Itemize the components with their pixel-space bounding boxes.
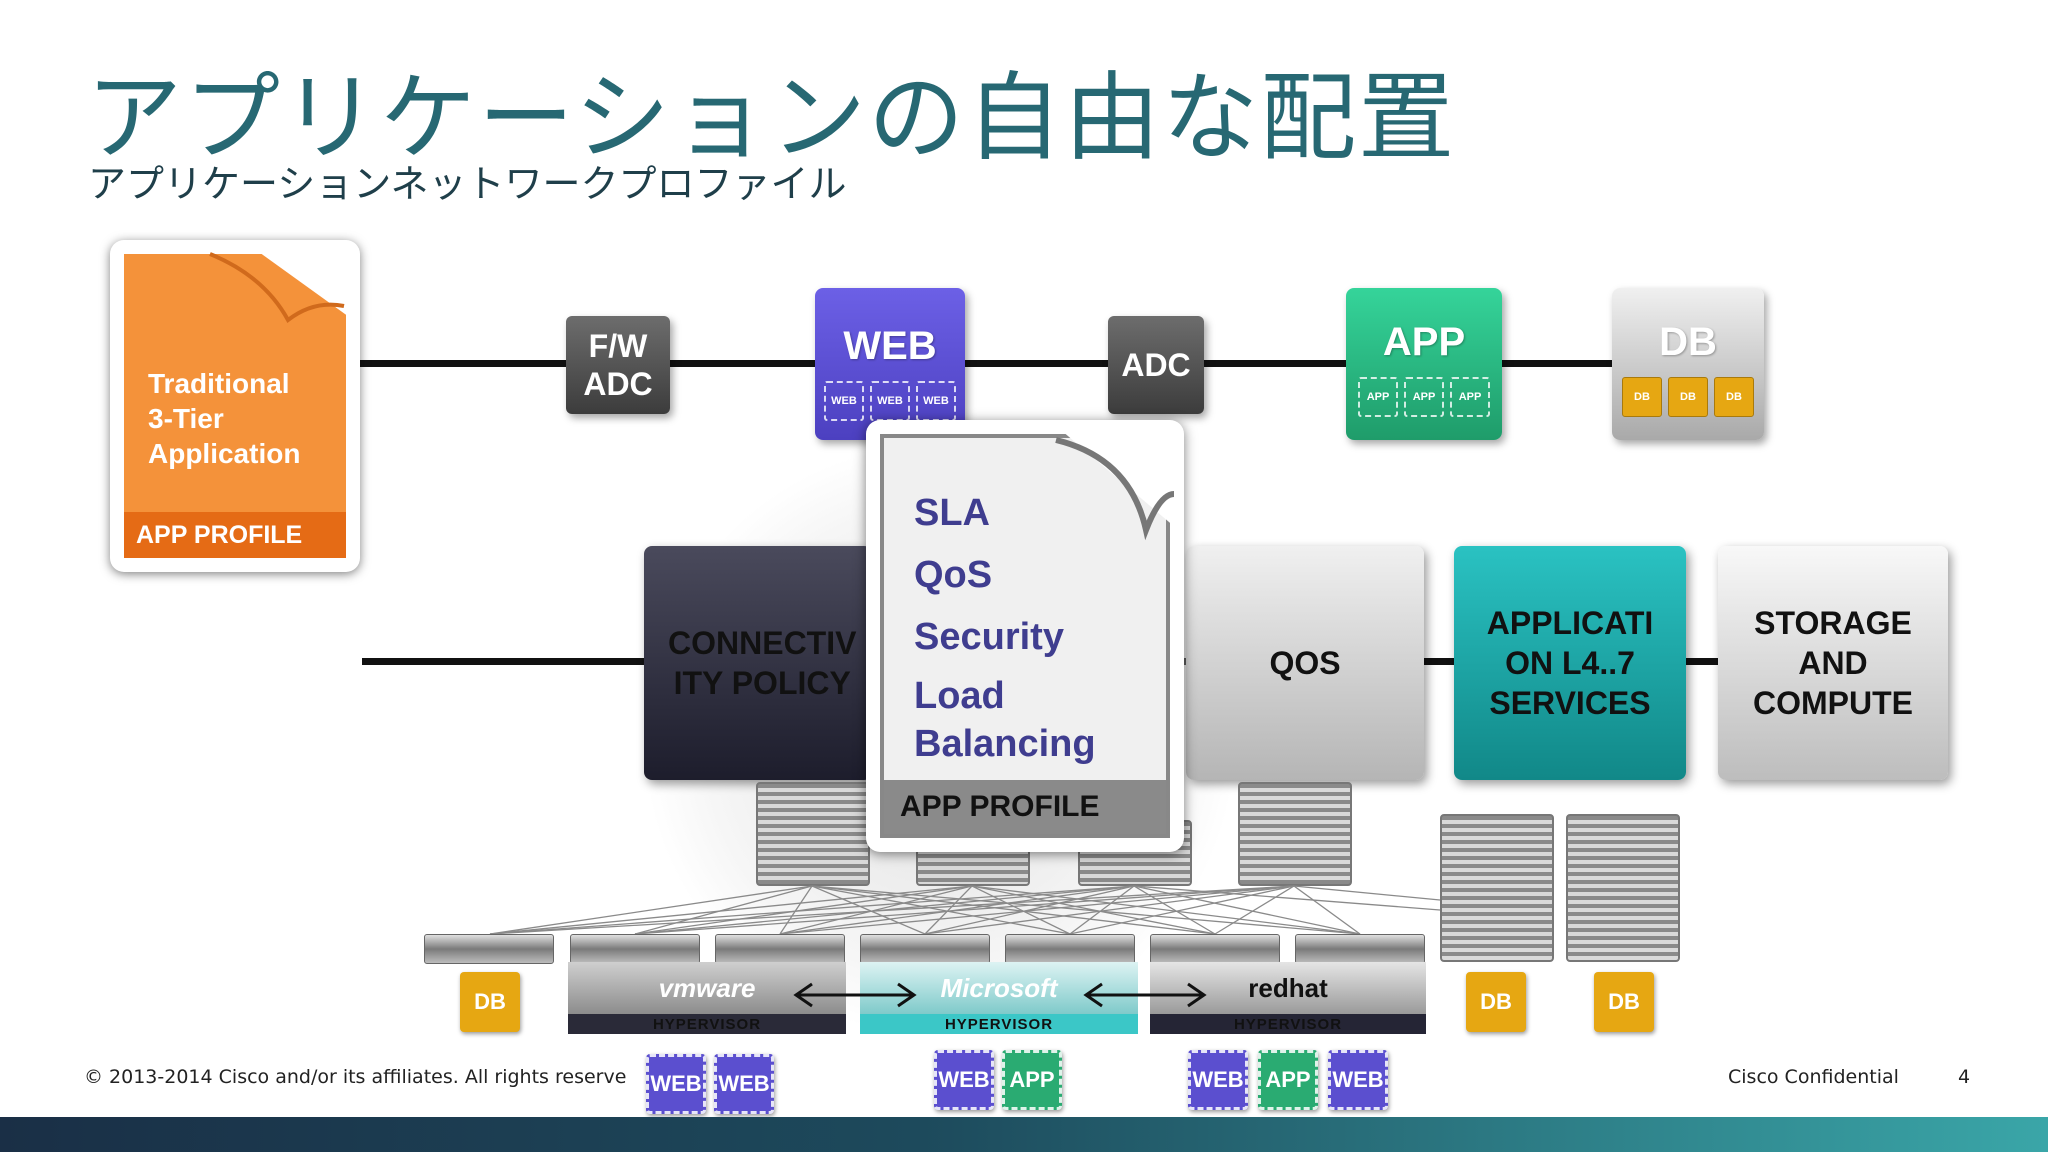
confidential-label: Cisco Confidential [1728,1066,1899,1088]
db-workload-right: DB [1466,972,1526,1032]
doc-page-icon: Traditional 3-Tier Application APP PROFI… [124,254,346,558]
redhat-app-workload: APP [1258,1050,1318,1110]
redhat-hypervisor-label: HYPERVISOR [1150,1014,1426,1034]
app-instance: APP [1404,377,1444,417]
leaf-switch [1150,934,1280,964]
profile-item-sla: SLA [914,492,990,534]
profile-item-security: Security [914,616,1064,658]
web-instance: WEB [824,381,864,421]
db-sub-instances: DB DB DB [1622,377,1754,417]
vmware-brand: vmware [568,962,846,1014]
doc-footer: APP PROFILE [124,512,346,558]
redhat-web-workload: WEB [1188,1050,1248,1110]
qos-tile: QOS [1186,546,1424,780]
leaf-switch [1295,934,1425,964]
connectivity-policy-tile: CONNECTIV ITY POLICY [644,546,872,780]
connectivity-line-2: ITY POLICY [673,665,851,701]
fw-adc-chip: F/W ADC [566,316,670,414]
storage-line-1: STORAGE [1754,605,1912,641]
slide-subtitle: アプリケーションネットワークプロファイル [88,162,847,206]
storage-line-2: AND [1798,645,1868,681]
web-tier-chip: WEB WEB WEB WEB [815,288,965,440]
app-instance: APP [1450,377,1490,417]
doc-line-1: Traditional [148,368,290,399]
storage-chassis [1440,814,1554,962]
profile-item-balancing: Balancing [914,723,1096,765]
fw-label: F/W [588,328,648,364]
leaf-switch [570,934,700,964]
db-instance: DB [1714,377,1754,417]
l47-line-3: SERVICES [1489,685,1651,721]
db-tier-label: DB [1659,320,1717,364]
profile-item-qos: QoS [914,554,993,596]
db-workload-right: DB [1594,972,1654,1032]
l47-line-2: ON L4..7 [1505,645,1635,681]
app-tier-label: APP [1382,320,1466,364]
db-instance: DB [1668,377,1708,417]
vmware-web-workload: WEB [646,1054,706,1114]
connectivity-line-1: CONNECTIV [668,625,857,661]
app-instance: APP [1358,377,1398,417]
profile-item-list: SLA QoS Security Load Balancing [914,482,1096,764]
app-tier-chip: APP APP APP APP [1346,288,1502,440]
profile-fold-icon [1055,437,1175,541]
profile-footer: APP PROFILE [884,780,1166,834]
microsoft-hypervisor-label: HYPERVISOR [860,1014,1138,1034]
page-number: 4 [1958,1066,1971,1088]
vmware-hypervisor: vmware HYPERVISOR [568,962,846,1040]
storage-line-3: COMPUTE [1753,685,1913,721]
leaf-switch [424,934,554,964]
doc-line-2: 3-Tier [148,403,224,434]
arrow-icon [1083,982,1207,1008]
slide-title: アプリケーションの自由な配置 [86,62,1457,174]
leaf-switch [1005,934,1135,964]
web-tier-label: WEB [843,324,937,368]
l47-line-1: APPLICATI [1486,605,1654,641]
spine-switch [1238,782,1352,886]
copyright-text: © 2013-2014 Cisco and/or its affiliates.… [84,1066,627,1088]
footer-gradient-bar [0,1117,2048,1152]
leaf-switch [715,934,845,964]
doc-fold-icon [209,252,345,324]
db-tier-chip: DB DB DB DB [1612,288,1764,440]
app-sub-instances: APP APP APP [1358,377,1490,417]
db-instance: DB [1622,377,1662,417]
profile-page-icon [880,434,1170,838]
tier-connector-line [352,360,1622,367]
adc-label: ADC [583,366,653,402]
microsoft-app-workload: APP [1002,1050,1062,1110]
microsoft-web-workload: WEB [934,1050,994,1110]
doc-text: Traditional 3-Tier Application [148,366,300,471]
adc-chip: ADC [1108,316,1204,414]
redhat-web-workload: WEB [1328,1050,1388,1110]
profile-item-load: Load [914,675,1005,717]
vmware-web-workload: WEB [714,1054,774,1114]
storage-compute-tile: STORAGE AND COMPUTE [1718,546,1948,780]
l47-services-tile: APPLICATI ON L4..7 SERVICES [1454,546,1686,780]
storage-chassis [1566,814,1680,962]
db-workload-left: DB [460,972,520,1032]
leaf-switch [860,934,990,964]
doc-line-3: Application [148,438,301,469]
traditional-app-profile-doc: Traditional 3-Tier Application APP PROFI… [110,240,360,572]
arrow-icon [793,982,917,1008]
vmware-hypervisor-label: HYPERVISOR [568,1014,846,1034]
